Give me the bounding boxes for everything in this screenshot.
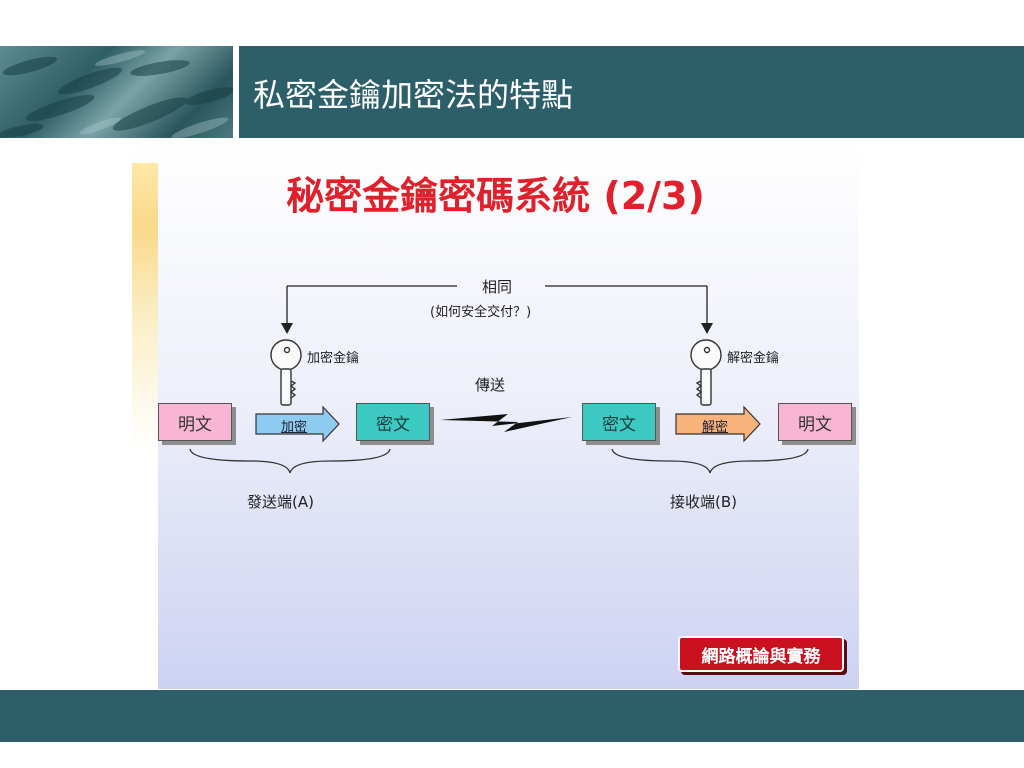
encryption-diagram	[189, 285, 809, 474]
header-bar	[239, 46, 1024, 138]
arrow-down-left-icon	[281, 323, 293, 334]
plaintext-box-sender: 明文	[158, 403, 232, 441]
same-note: (如何安全交付？)	[430, 305, 532, 320]
encryption-key-label: 加密金鑰	[307, 351, 360, 366]
plaintext-box-receiver: 明文	[778, 403, 852, 441]
same-key-connector	[286, 285, 708, 323]
ciphertext-box-receiver: 密文	[582, 403, 656, 441]
header-photo	[0, 46, 233, 138]
receiver-label: 接收端(B)	[670, 493, 737, 511]
decryption-key-label: 解密金鑰	[727, 351, 780, 366]
decrypt-arrow-icon	[675, 405, 761, 443]
footer-bar	[0, 690, 1024, 742]
fish-pattern-image	[0, 50, 233, 138]
slide-title: 秘密金鑰密碼系統 (2/3)	[286, 174, 705, 218]
arrow-down-right-icon	[701, 323, 713, 334]
decrypt-label: 解密	[702, 420, 729, 435]
slide-accent-strip	[132, 163, 158, 689]
sender-brace	[189, 448, 391, 474]
same-label: 相同	[482, 278, 513, 296]
encrypt-label: 加密	[281, 420, 308, 435]
sender-label: 發送端(A)	[247, 493, 314, 511]
key-icon	[690, 339, 722, 406]
receiver-brace	[611, 448, 809, 474]
ciphertext-box-sender: 密文	[356, 403, 430, 441]
header-separator	[233, 46, 239, 138]
lightning-bolt-icon	[440, 414, 572, 432]
encrypt-arrow-icon	[255, 405, 340, 443]
transmit-label: 傳送	[475, 376, 506, 394]
key-icon	[270, 339, 302, 406]
course-badge: 網路概論與實務	[678, 636, 844, 672]
slide-image: 秘密金鑰密碼系統 (2/3)	[132, 143, 859, 689]
page-title: 私密金鑰加密法的特點	[253, 76, 574, 114]
